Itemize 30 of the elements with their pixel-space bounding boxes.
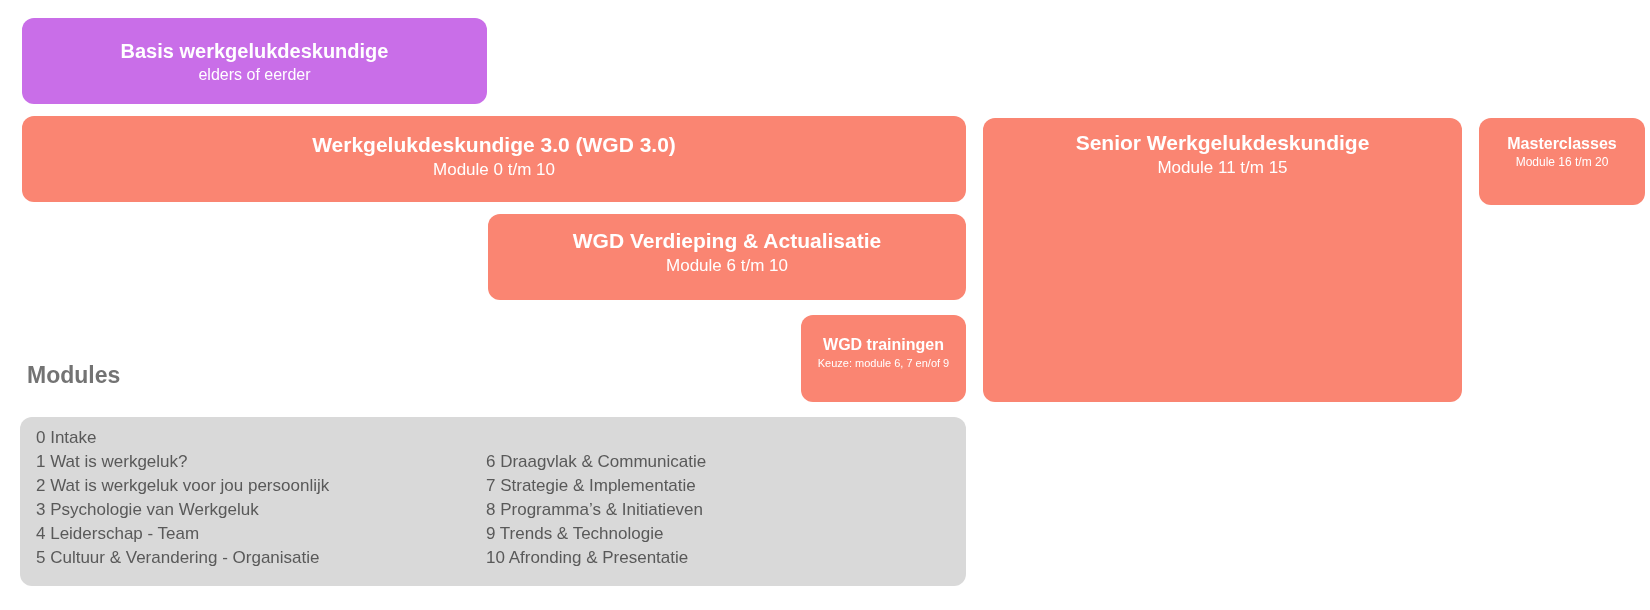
card-title: Werkgelukdeskundige 3.0 (WGD 3.0) xyxy=(312,132,676,158)
list-item: 6 Draagvlak & Communicatie xyxy=(486,451,707,473)
card-title: WGD trainingen xyxy=(823,335,944,355)
course-card xyxy=(1479,118,1645,205)
list-item: 2 Wat is werkgeluk voor jou persoonlijk xyxy=(36,475,330,497)
card-title: WGD Verdieping & Actualisatie xyxy=(572,228,882,254)
card-subtitle: Module 6 t/m 10 xyxy=(666,255,788,278)
card-subtitle: Module 11 t/m 15 xyxy=(1157,157,1288,180)
card-subtitle: Keuze: module 6, 7 en/of 9 xyxy=(817,356,950,371)
card-subtitle: elders of eerder xyxy=(198,65,311,85)
course-card xyxy=(983,118,1462,402)
card-title: Masterclasses xyxy=(1507,134,1617,154)
list-item: 5 Cultuur & Verandering - Organisatie xyxy=(36,547,320,569)
section-heading: Modules xyxy=(27,362,121,390)
course-card xyxy=(22,116,966,202)
list-item: 9 Trends & Technologie xyxy=(486,523,664,545)
course-card xyxy=(801,315,966,402)
card-title: Senior Werkgelukdeskundige xyxy=(1075,130,1370,156)
list-item: 3 Psychologie van Werkgeluk xyxy=(36,499,259,521)
course-card xyxy=(488,214,966,300)
card-title: Basis werkgelukdeskundige xyxy=(120,39,389,63)
list-item: 1 Wat is werkgeluk? xyxy=(36,451,188,473)
list-item: 10 Afronding & Presentatie xyxy=(486,547,689,569)
list-item: 8 Programma’s & Initiatieven xyxy=(486,499,703,521)
list-item: 4 Leiderschap - Team xyxy=(36,523,200,545)
card-subtitle: Module 0 t/m 10 xyxy=(433,159,555,182)
course-card xyxy=(22,18,487,104)
list-item: 0 Intake xyxy=(36,427,97,449)
card-subtitle: Module 16 t/m 20 xyxy=(1515,155,1609,171)
list-item: 7 Strategie & Implementatie xyxy=(486,475,696,497)
